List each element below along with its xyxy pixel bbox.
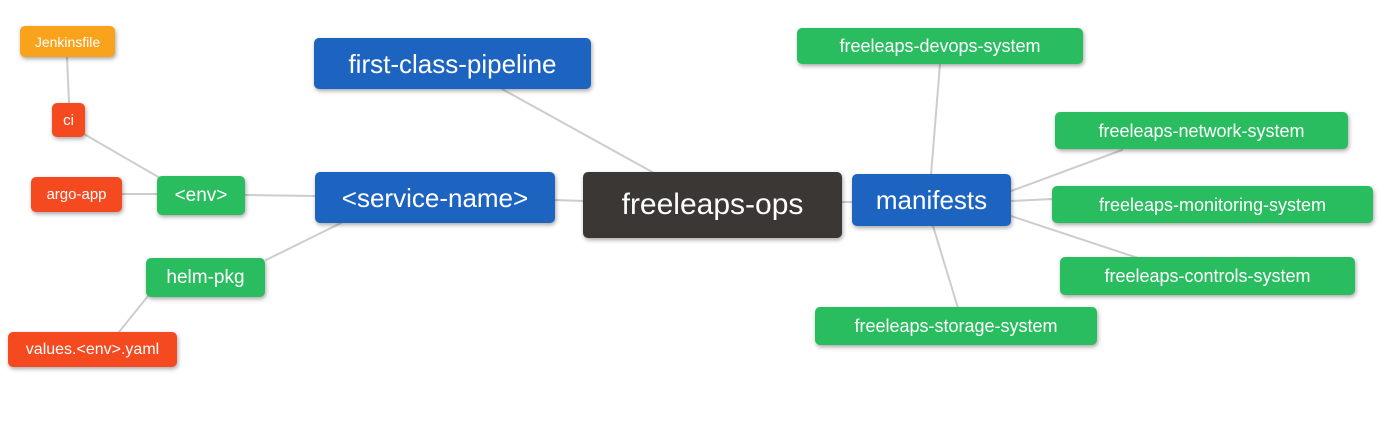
node-helm-pkg[interactable]: helm-pkg	[146, 258, 265, 297]
node-env[interactable]: <env>	[157, 176, 245, 215]
edge-manifests-network-system	[1010, 149, 1123, 192]
edge-env-service-name	[244, 194, 316, 197]
node-freeleaps-storage-system[interactable]: freeleaps-storage-system	[815, 307, 1097, 345]
node-freeleaps-network-system[interactable]: freeleaps-network-system	[1055, 112, 1348, 149]
edge-manifests-storage-system	[932, 225, 959, 309]
node-argo-app[interactable]: argo-app	[31, 177, 122, 212]
node-freeleaps-monitoring-system[interactable]: freeleaps-monitoring-system	[1052, 186, 1373, 223]
edge-service-name-helm-pkg	[265, 222, 342, 261]
node-ci[interactable]: ci	[52, 103, 85, 137]
edge-jenkinsfile-ci	[66, 56, 70, 104]
edge-pipeline-freeleaps-ops	[501, 88, 655, 174]
edge-manifests-monitoring-system	[1010, 198, 1054, 202]
edge-helm-pkg-values-env-yaml	[118, 295, 149, 333]
edge-service-name-freeleaps-ops	[554, 199, 585, 202]
node-manifests[interactable]: manifests	[852, 174, 1011, 226]
node-values-env-yaml[interactable]: values.<env>.yaml	[8, 332, 177, 367]
edge-manifests-devops-system	[930, 63, 941, 176]
edge-ci-env	[83, 133, 161, 179]
node-freeleaps-devops-system[interactable]: freeleaps-devops-system	[797, 28, 1083, 64]
node-first-class-pipeline[interactable]: first-class-pipeline	[314, 38, 591, 89]
node-freeleaps-ops[interactable]: freeleaps-ops	[583, 172, 842, 238]
node-freeleaps-controls-system[interactable]: freeleaps-controls-system	[1060, 257, 1355, 295]
node-jenkinsfile[interactable]: Jenkinsfile	[20, 26, 115, 57]
edge-manifests-controls-system	[1010, 215, 1139, 259]
node-service-name[interactable]: <service-name>	[315, 172, 555, 223]
